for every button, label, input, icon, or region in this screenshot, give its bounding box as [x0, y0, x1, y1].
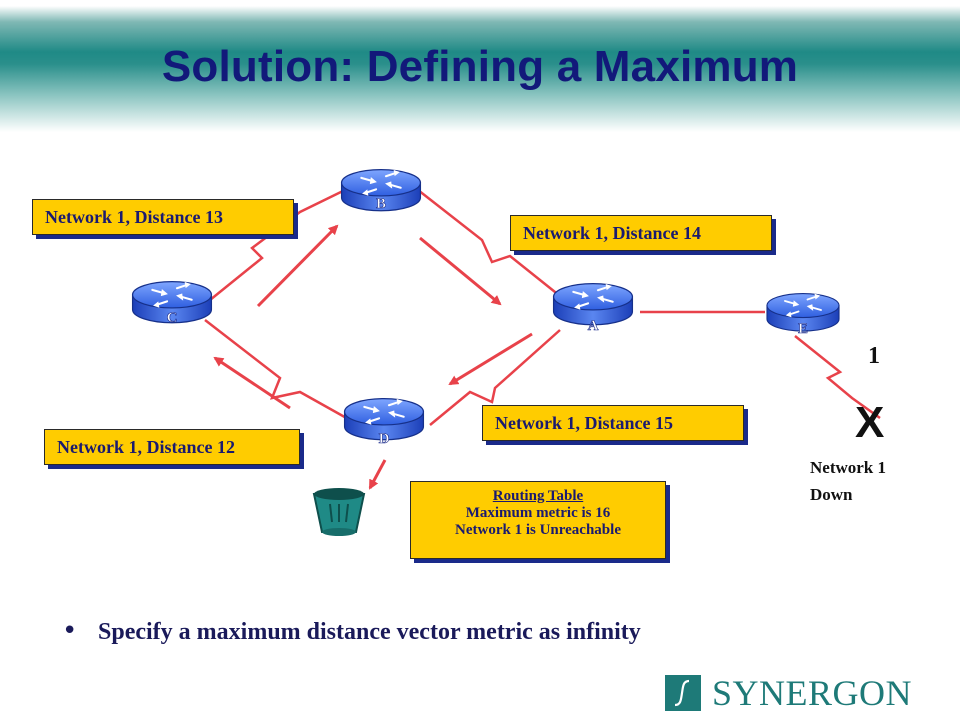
link-c-b [209, 188, 346, 301]
network-links [204, 188, 881, 426]
synergon-logo-mark-icon [665, 675, 701, 711]
arrow-a-to-d [448, 332, 533, 386]
router-d-label: D [379, 431, 390, 447]
routing-table-line-max: Maximum metric is 16 [465, 505, 611, 521]
network-down-line1: Network 1 [810, 458, 887, 477]
link-c-d [204, 319, 351, 422]
router-d: D [343, 397, 425, 447]
link-d-a [429, 329, 561, 426]
label-distance-12: Network 1, Distance 12 [44, 429, 300, 465]
router-b: B [340, 168, 422, 212]
link-b-a [417, 189, 561, 297]
arrow-d-to-c [213, 356, 291, 410]
label-distance-14: Network 1, Distance 14 [510, 215, 772, 251]
link-e-network [794, 335, 881, 420]
slide-title: Solution: Defining a Maximum [161, 42, 799, 91]
routing-table-heading: Routing Table [492, 488, 584, 504]
router-a: A [552, 282, 634, 334]
router-b-label: B [376, 196, 386, 212]
bullet-dot-icon: • [62, 616, 78, 646]
routing-table-box: Routing Table Maximum metric is 16 Netwo… [410, 481, 666, 559]
router-a-label: A [588, 318, 599, 334]
routing-table-line-unreachable: Network 1 is Unreachable [455, 522, 621, 538]
synergon-logo-text: SYNERGON [712, 673, 913, 713]
bullet-text: Specify a maximum distance vector metric… [98, 619, 641, 645]
failure-mark: X [855, 398, 885, 447]
router-c: C [131, 280, 213, 326]
arrow-d-to-bucket [368, 459, 387, 490]
network-down-line2: Down [810, 485, 853, 504]
label-distance-13: Network 1, Distance 13 [32, 199, 294, 235]
bit-bucket-icon [312, 488, 366, 536]
link-label: 1 [868, 343, 880, 369]
router-e-label: E [798, 321, 808, 337]
update-arrows [213, 224, 533, 490]
arrow-b-to-a [419, 236, 502, 306]
router-c-label: C [167, 310, 178, 326]
header-band [0, 0, 960, 140]
label-distance-15: Network 1, Distance 15 [482, 405, 744, 441]
arrow-c-to-b [256, 224, 339, 308]
router-e: E [765, 292, 841, 337]
